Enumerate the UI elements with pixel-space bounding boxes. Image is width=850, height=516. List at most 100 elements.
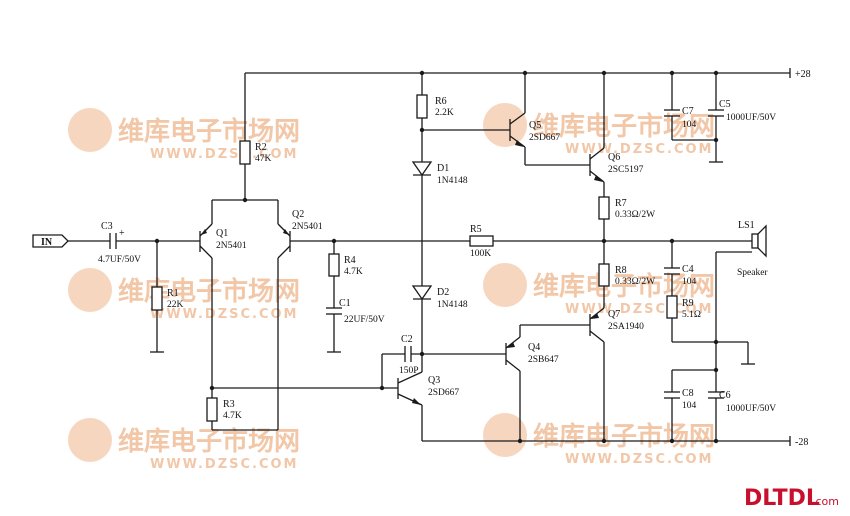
q4-value: 2SB647 [528,355,559,365]
q4-collector [505,359,521,372]
positive-decoupling: C7 104 C5 1000UF/50V [664,70,776,163]
r6-value: 2.2K [435,108,454,118]
bias-chain: R6 2.2K D1 1N4148 D2 1N4148 [411,70,468,372]
r5-resistor [469,235,494,247]
d1-ref: D1 [437,163,449,174]
watermark-text: 维库电子市场网 [118,426,300,457]
r5-ref: R5 [470,224,482,235]
c7-value: 104 [682,120,697,130]
junction-dot [669,438,675,444]
positive-rail-label: +28 [795,69,811,80]
junction-dot [601,70,607,76]
ls1-ref: LS1 [738,220,755,231]
watermark-logo-icon [68,268,112,312]
ls1-value: Speaker [737,268,768,278]
watermark-logo-icon [68,108,112,152]
vas-stage: C2 150P Q3 2SD667 [379,334,506,441]
q1-arrow-icon [201,229,207,235]
c1-ref: C1 [339,298,351,309]
negative-rail-label: -28 [795,437,808,448]
r9-ref: R9 [682,298,694,309]
r9-resistor [666,295,678,319]
r7-value: 0.33Ω/2W [615,210,655,220]
q6-ref: Q6 [608,152,620,163]
q2-arrow-icon [283,229,289,235]
c8-value: 104 [682,401,697,411]
c4-ref: C4 [682,264,694,275]
q7-arrow-icon [591,313,599,319]
q7-ref: Q7 [608,309,620,320]
watermark-url: WWW.DZSC.COM [150,307,298,322]
output-network: C4 104 R9 5.1Ω LS1 Speaker C8 104 C6 [604,220,776,444]
q5-arrow-icon [515,140,524,147]
d1-value: 1N4148 [437,176,468,186]
junction-dot [379,385,385,391]
watermark-1: 维库电子市场网 WWW.DZSC.COM [68,108,300,162]
differential-pair: Q1 2N5401 Q2 2N5401 R2 47K R3 4.7K [199,73,398,431]
junction-dot [669,70,675,76]
junction-dot [713,70,719,76]
r4-resistor [328,253,340,277]
r6-ref: R6 [435,96,447,107]
r9-value: 5.1Ω [682,310,701,320]
c1-value: 22UF/50V [344,315,385,325]
r2-ref: R2 [255,142,267,153]
c2-value: 150P [399,366,419,376]
c4-value: 104 [682,277,697,287]
watermark-text: 维库电子市场网 [533,271,715,302]
q2-ref: Q2 [292,209,304,220]
watermark-6: 维库电子市场网 WWW.DZSC.COM [483,413,715,467]
q3-value: 2SD667 [428,388,459,398]
r1-resistor [151,286,163,311]
input-label: IN [41,237,53,248]
output-stage: Q5 2SD667 Q6 2SC5197 R7 0.33Ω/2W R8 0.33… [422,70,655,444]
q4-arrow-icon [507,342,515,348]
r1-value: 22K [167,300,184,310]
brand-logo: DLTDL .com [744,486,839,511]
q2-collector [277,245,291,259]
c5-value: 1000UF/50V [726,113,776,123]
junction-dot [713,367,719,373]
q3-ref: Q3 [428,375,440,386]
watermark-url: WWW.DZSC.COM [150,457,298,472]
q6-arrow-icon [594,175,603,182]
r2-value: 47K [255,154,272,164]
q7-value: 2SA1940 [608,322,644,332]
watermark-url: WWW.DZSC.COM [565,452,713,467]
q5-ref: Q5 [529,120,541,131]
r2-resistor [239,140,251,165]
watermark-3: 维库电子市场网 WWW.DZSC.COM [68,268,300,322]
junction-dot [601,438,607,444]
brand-suffix: .com [812,495,839,508]
q5-value: 2SD667 [529,133,560,143]
q6-value: 2SC5197 [608,165,644,175]
r8-value: 0.33Ω/2W [615,277,655,287]
input-connector [32,234,69,248]
c6-ref: C6 [719,390,731,401]
q1-ref: Q1 [216,228,228,239]
q3-arrow-icon [412,398,421,405]
watermark-text: 维库电子市场网 [118,276,300,307]
junction-dot [419,70,425,76]
r8-resistor [598,263,610,287]
r3-value: 4.7K [223,411,242,421]
r7-ref: R7 [615,198,627,209]
c2-ref: C2 [401,334,413,345]
q4-ref: Q4 [528,342,540,353]
d1-diode-icon [411,161,433,177]
r4-ref: R4 [344,255,356,266]
q2-value: 2N5401 [292,222,323,232]
r4-value: 4.7K [344,267,363,277]
r8-ref: R8 [615,265,627,276]
r6-resistor [416,94,428,119]
c5-ref: C5 [719,99,731,110]
speaker-icon [751,233,759,249]
junction-dot [713,137,719,143]
input-stage: IN C3 + 4.7UF/50V R1 22K [32,221,200,353]
junction-dot [713,438,719,444]
brand-text: DLTDL [744,486,820,511]
q7-collector [589,330,605,343]
r1-ref: R1 [167,288,179,299]
